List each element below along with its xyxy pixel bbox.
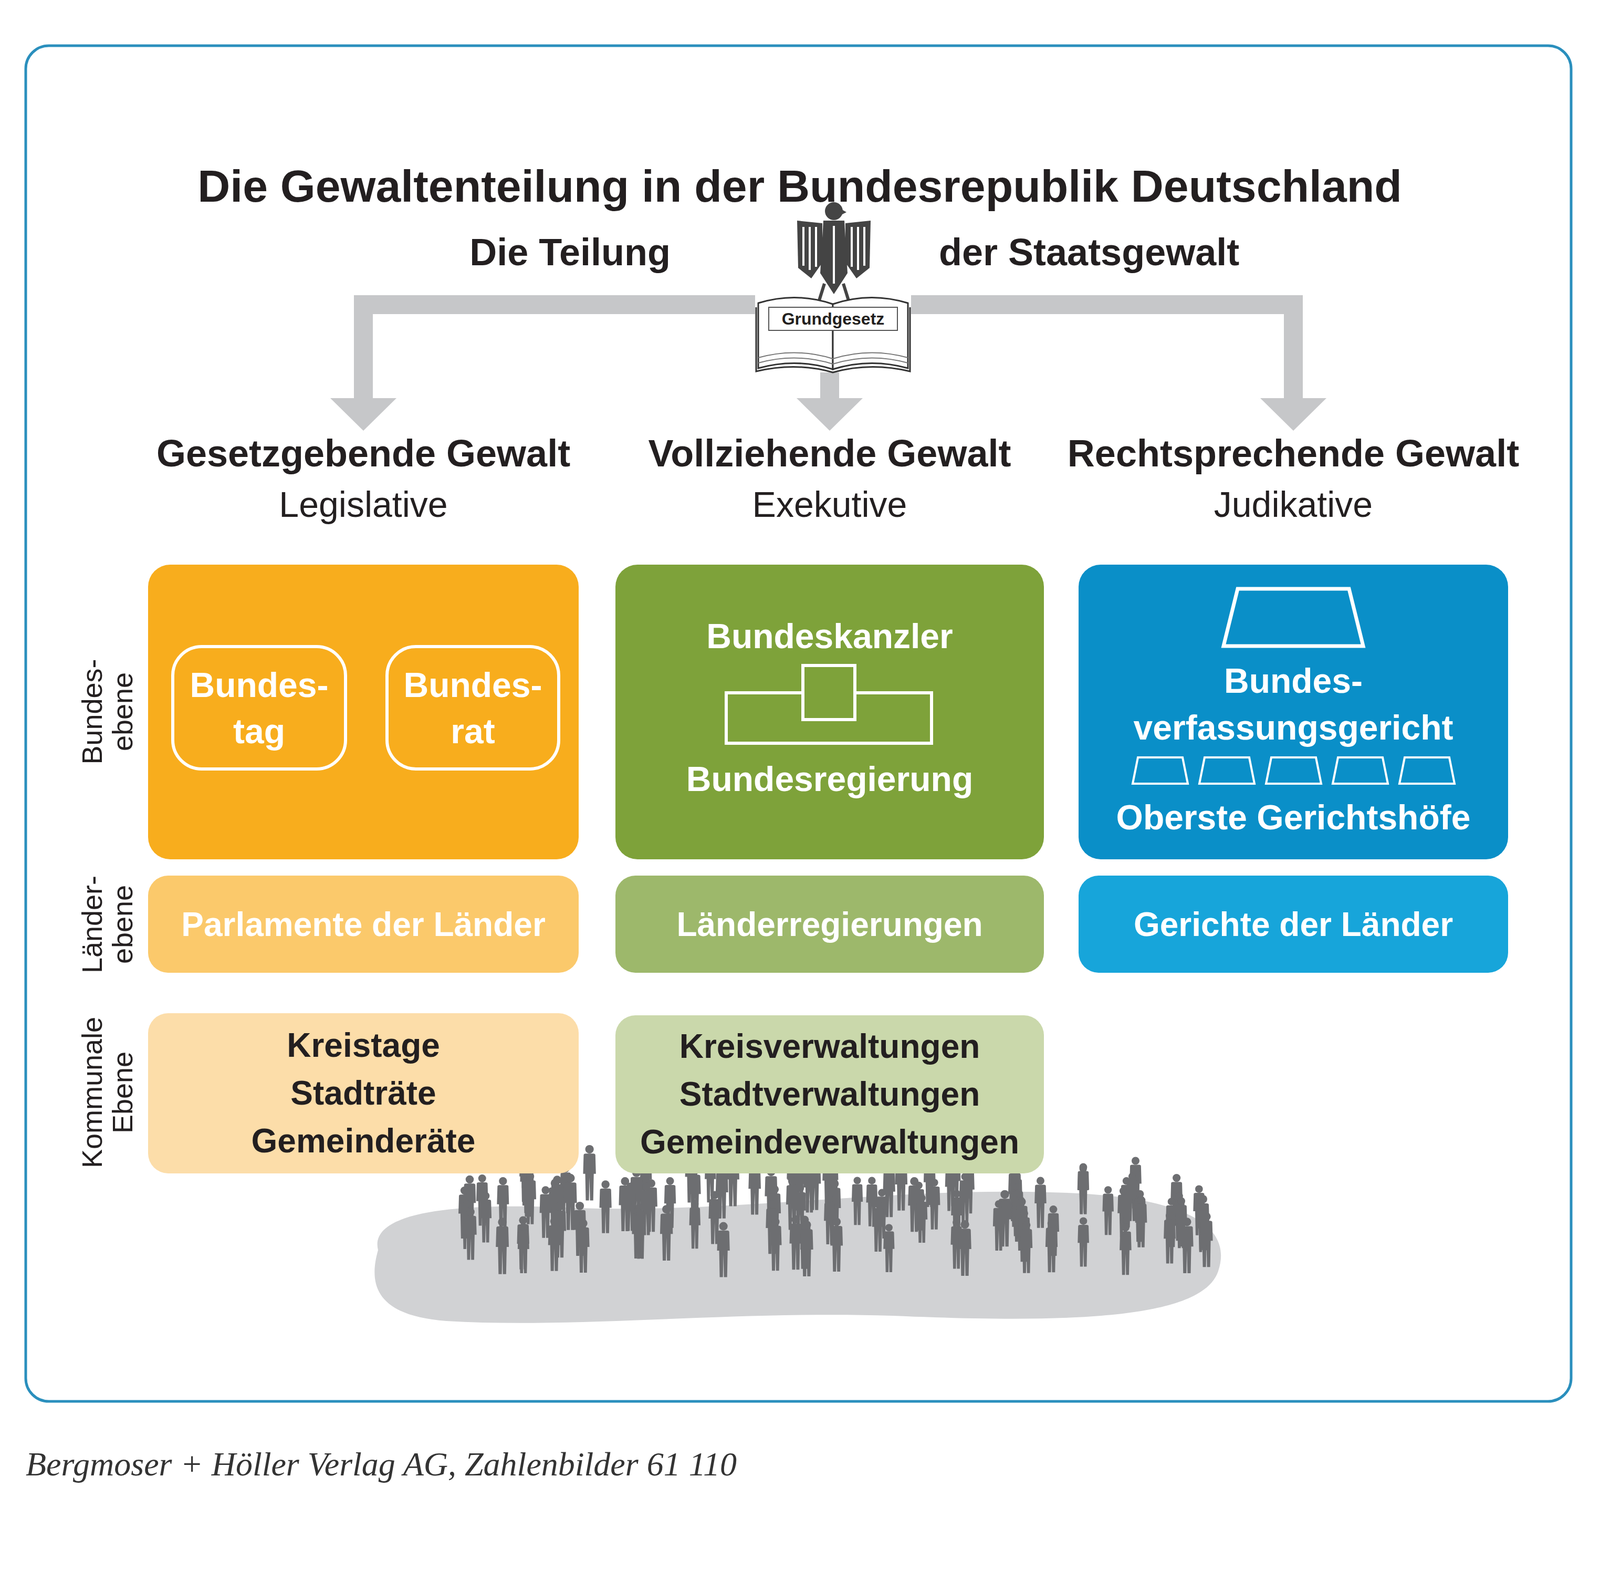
page-edges	[758, 352, 908, 364]
person-figure	[495, 1217, 509, 1274]
chamber-label: Bundes- tag	[190, 661, 329, 755]
person-figure	[1034, 1176, 1047, 1228]
branch-column: Gesetzgebende GewaltLegislativeBundes- t…	[148, 430, 579, 860]
organ-label: Bundeskanzler	[706, 617, 953, 655]
person-figure	[769, 1217, 782, 1271]
person-figure	[1200, 1211, 1213, 1267]
court-small-trapezoid	[1399, 757, 1455, 784]
person-figure	[634, 1209, 647, 1259]
branch-column: Rechtsprechende GewaltJudikativeBundes- …	[1078, 430, 1509, 860]
connector-arrow	[911, 304, 1327, 431]
person-figure	[582, 1144, 596, 1201]
branch-panel	[148, 564, 579, 860]
connector-arrow	[796, 372, 863, 431]
person-figure	[916, 1194, 928, 1243]
connector-line	[911, 304, 1294, 400]
connector-arrow	[330, 304, 756, 431]
level-label: Kommunale Ebene	[76, 1016, 138, 1168]
person-figure	[958, 1219, 971, 1276]
chancellor-square	[802, 665, 855, 720]
subtitle-label: der Staatsgewalt	[938, 228, 1240, 276]
person-figure	[800, 1220, 814, 1277]
branch-heading: Rechtsprechende Gewalt	[1067, 430, 1520, 476]
chamber-label: Bundes- rat	[403, 661, 543, 755]
court-trapezoid	[1223, 588, 1364, 646]
branch-heading: Vollziehende Gewalt	[648, 430, 1012, 476]
connector-line	[820, 372, 840, 400]
person-figure	[1077, 1163, 1090, 1215]
organ-label: Oberste Gerichtshöfe	[1116, 798, 1471, 836]
connector-line	[363, 304, 756, 400]
level-box: Kreistage Stadträte Gemeinderäte	[148, 1012, 579, 1174]
branch-subheading: Legislative	[278, 481, 448, 527]
subtitle-label: Die Teilung	[469, 228, 671, 276]
person-figure	[577, 1218, 590, 1273]
person-figure	[524, 1172, 537, 1225]
eagle-legs	[819, 283, 849, 301]
diagram-title: Die Gewaltenteilung in der Bundesrepubli…	[197, 159, 1403, 213]
eagle-feathers	[803, 225, 865, 284]
person-figure	[830, 1217, 843, 1272]
arrow-head	[330, 398, 397, 431]
person-figure	[1102, 1185, 1114, 1235]
person-figure	[599, 1179, 612, 1233]
level-box: Gerichte der Länder	[1078, 875, 1509, 973]
court-small-trapezoid	[1132, 757, 1188, 784]
person-figure	[872, 1199, 885, 1252]
branch-subheading: Judikative	[1214, 481, 1373, 527]
branch-column: Vollziehende GewaltExekutiveBundeskanzle…	[615, 430, 1044, 860]
arrow-head	[1260, 398, 1327, 431]
person-figure	[1045, 1219, 1058, 1273]
level-label-text: Gerichte der Länder	[1133, 900, 1453, 948]
person-figure	[789, 1215, 802, 1270]
branch-heading: Gesetzgebende Gewalt	[156, 430, 571, 476]
level-box: Parlamente der Länder	[148, 875, 579, 973]
branch-subheading: Exekutive	[752, 481, 908, 527]
level-label-text: Parlamente der Länder	[181, 900, 546, 948]
level-box: Kreisverwaltungen Stadtverwaltungen Geme…	[615, 1015, 1044, 1174]
person-figure	[992, 1199, 1005, 1251]
person-figure	[548, 1216, 561, 1271]
chamber-box: Bundes- rat	[385, 644, 561, 771]
person-figure	[618, 1176, 632, 1231]
person-figure	[1077, 1217, 1090, 1267]
person-figure	[517, 1222, 530, 1273]
source-caption: Bergmoser + Höller Verlag AG, Zahlenbild…	[25, 1444, 737, 1484]
federal-eagle	[797, 202, 871, 301]
organ-label: Bundes- verfassungsgericht	[1133, 657, 1454, 751]
person-figure	[1163, 1211, 1176, 1263]
person-figure	[479, 1191, 492, 1242]
level-box: Länderregierungen	[615, 875, 1044, 973]
person-figure	[928, 1178, 940, 1230]
book-title: Grundgesetz	[781, 308, 885, 330]
organ-label: Bundesregierung	[686, 759, 974, 798]
chamber-box: Bundes- tag	[171, 644, 348, 771]
court-small-trapezoid	[1266, 757, 1322, 784]
person-figure	[660, 1204, 673, 1261]
grundgesetz-book: Grundgesetz	[755, 270, 912, 373]
person-figure	[1020, 1220, 1033, 1273]
person-figure	[689, 1199, 701, 1249]
person-figure	[883, 1223, 895, 1272]
person-figure	[717, 1221, 730, 1278]
court-small-trapezoid	[1199, 757, 1255, 784]
level-label-text: Kreistage Stadträte Gemeinderäte	[251, 1021, 476, 1165]
book-label-field	[768, 307, 898, 331]
arrow-head	[796, 398, 863, 431]
level-label-text: Kreisverwaltungen Stadtverwaltungen Geme…	[640, 1022, 1020, 1166]
level-label: Länder- ebene	[76, 875, 138, 974]
person-figure	[1180, 1217, 1194, 1273]
person-figure	[1119, 1222, 1132, 1275]
court-small-trapezoid	[1332, 757, 1388, 784]
person-figure	[851, 1176, 863, 1225]
frame-border	[25, 45, 1572, 1401]
level-label-text: Länderregierungen	[676, 900, 983, 948]
level-label: Bundes- ebene	[76, 658, 138, 765]
person-figure	[464, 1207, 477, 1260]
person-figure	[1135, 1195, 1148, 1248]
